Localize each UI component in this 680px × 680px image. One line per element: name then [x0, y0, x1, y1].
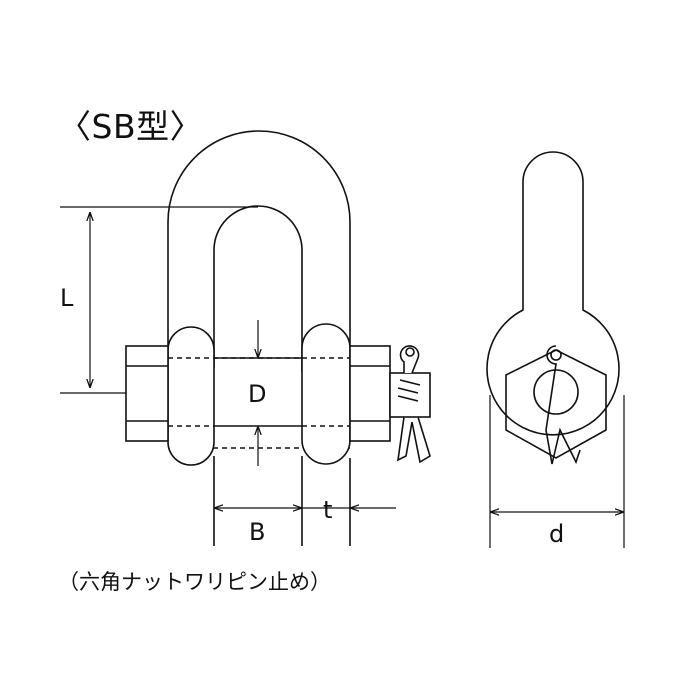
dim-label-L: L: [60, 284, 74, 312]
dim-label-t: t: [323, 496, 332, 524]
front-view: [125, 130, 431, 546]
side-cotter-pin: [545, 345, 581, 465]
pin-head: [125, 345, 169, 442]
dim-label-B: B: [249, 518, 265, 546]
cotter-pin-loop: [399, 345, 420, 374]
side-pin: [533, 369, 579, 415]
diagram-caption: （六角ナットワリピン止め）: [58, 570, 331, 594]
right-eye-boss: [301, 323, 351, 465]
shackle-body-inner: [213, 205, 303, 372]
shackle-body-outline: [167, 130, 351, 372]
cotter-collar: [389, 372, 431, 418]
dim-label-D: D: [248, 380, 266, 408]
diagram-title: 〈SB型〉: [58, 107, 204, 146]
side-view: [486, 151, 620, 465]
side-dimension-lines: [489, 395, 625, 548]
dim-label-d: d: [549, 520, 564, 548]
side-body-outline: [486, 151, 620, 436]
cotter-pin-legs: [396, 416, 431, 464]
left-eye-boss: [167, 326, 215, 466]
hex-nut: [349, 345, 391, 442]
dimension-lines: [60, 206, 396, 508]
